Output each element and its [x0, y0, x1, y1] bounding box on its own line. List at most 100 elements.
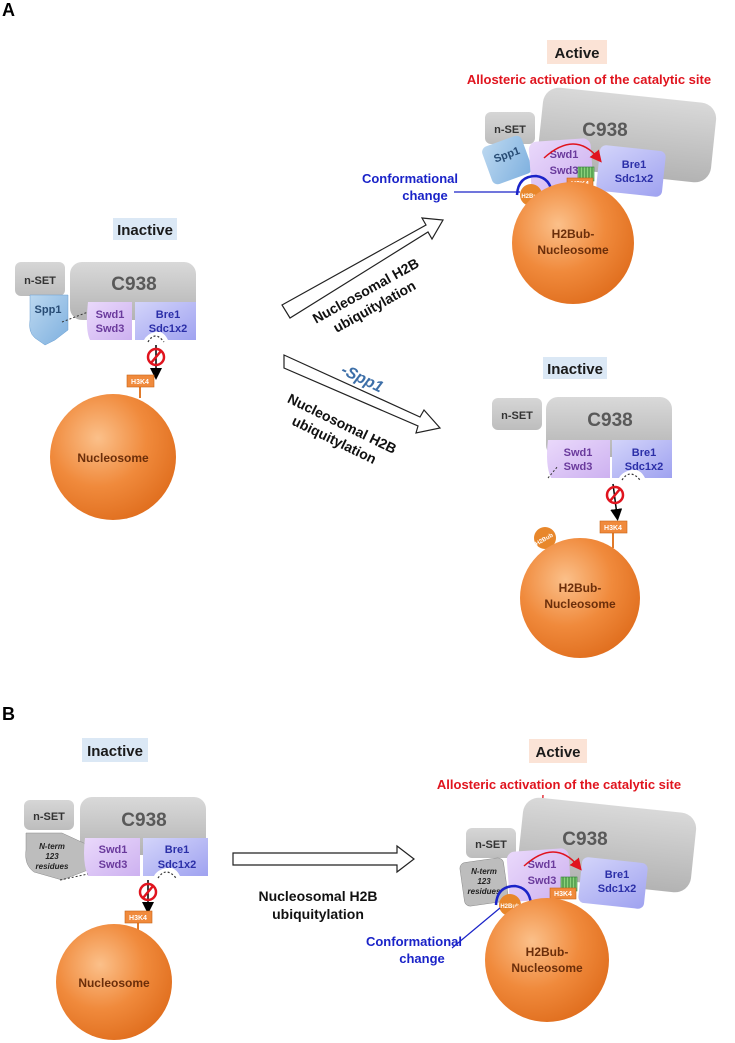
- inactive-label: Inactive: [87, 743, 143, 760]
- conformational-text: Conformational: [366, 934, 462, 949]
- sdc1-label: Sdc1x2: [625, 461, 664, 473]
- swd3-label: Swd3: [99, 859, 128, 871]
- panel-b-inactive-complex: Inactive C938 n-SET N-term 123 residues …: [24, 738, 208, 1040]
- h2bub-bubble: [534, 527, 556, 549]
- inactive-label-bg: [543, 357, 607, 379]
- nset-domain: [466, 828, 516, 858]
- nterm-line1: N-term: [39, 842, 65, 851]
- c938-label: C938: [121, 810, 166, 831]
- nuc-line1: H2Bub-: [552, 227, 595, 241]
- bre1-label: Bre1: [165, 844, 189, 856]
- methylation-arrow: [610, 483, 623, 521]
- inactive-label: Inactive: [117, 222, 173, 239]
- panel-a-active-complex: Active Allosteric activation of the cata…: [362, 40, 717, 304]
- swd1-swd3-subunit: [84, 838, 140, 876]
- swd1-label: Swd1: [564, 447, 593, 459]
- nterm-line3: residues: [468, 887, 501, 896]
- swd1-swd3-subunit: [547, 440, 610, 478]
- panel-a-letter: A: [2, 0, 15, 20]
- h3k4-label: H3K4: [604, 525, 622, 532]
- sdc1-label: Sdc1x2: [615, 173, 654, 185]
- h3k4-flag: [599, 520, 628, 534]
- bre1-label: Bre1: [605, 869, 629, 881]
- nucleosome-label: Nucleosome: [78, 976, 150, 990]
- arrow-line1: Nucleosomal H2B: [258, 888, 377, 904]
- swd3-label: Swd3: [96, 323, 125, 335]
- nterm-line2: 123: [45, 852, 59, 861]
- arrow-to-active: Nucleosomal H2B ubiquitylation: [281, 217, 444, 336]
- bre1-sdc1-subunit: [578, 857, 648, 909]
- change-text: change: [399, 951, 445, 966]
- nuc-line2: Nucleosome: [537, 243, 609, 257]
- h3k4-flag: [124, 910, 153, 924]
- nset-label: n-SET: [501, 410, 533, 422]
- h2bub-label: H2Bub: [521, 194, 541, 200]
- conformational-change-ring: [494, 884, 533, 906]
- active-label: Active: [535, 744, 580, 761]
- nterm-line3: residues: [36, 862, 69, 871]
- nuc-line1: H2Bub-: [559, 581, 602, 595]
- spp1-subunit: [482, 135, 532, 185]
- nuc-line2: Nucleosome: [511, 961, 583, 975]
- nuc-line1: H2Bub-: [526, 945, 569, 959]
- hollow-arrow-down: [283, 354, 442, 434]
- c938-label: C938: [582, 120, 627, 141]
- active-label: Active: [554, 45, 599, 62]
- prohibited-icon: [605, 485, 625, 505]
- swd3-label: Swd3: [528, 875, 557, 887]
- bre1-label: Bre1: [156, 309, 180, 321]
- active-label-bg: [547, 40, 607, 64]
- swd1-label: Swd1: [99, 844, 128, 856]
- catalytic-pocket: [147, 335, 165, 343]
- change-text: change: [402, 188, 448, 203]
- bre1-sdc1-subunit: [143, 838, 208, 876]
- sdc1-label: Sdc1x2: [149, 323, 188, 335]
- c938-label: C938: [562, 829, 607, 850]
- bre1-sdc1-subunit: [135, 302, 196, 340]
- panel-b-active-complex: Active Allosteric activation of the cata…: [366, 739, 697, 1022]
- nterm-domain: [459, 857, 509, 907]
- swd1-label: Swd1: [96, 309, 125, 321]
- nucleosome: [50, 394, 176, 520]
- swd3-label: Swd3: [564, 461, 593, 473]
- arrow-to-inactive-spp1-deleted: -Spp1 Nucleosomal H2B ubiquitylation: [283, 354, 442, 467]
- conformational-text: Conformational: [362, 171, 458, 186]
- sdc1-label: Sdc1x2: [598, 883, 637, 895]
- h3k4-label: H3K4: [129, 915, 147, 922]
- allosteric-arc-arrow: [523, 851, 582, 871]
- conformational-pointer: [451, 907, 501, 949]
- nterm-interface: [59, 873, 89, 881]
- nset-domain: [24, 800, 74, 830]
- nset-domain: [15, 262, 65, 296]
- c938-label: C938: [587, 410, 632, 431]
- active-label-bg: [529, 739, 587, 763]
- nset-domain: [492, 398, 542, 430]
- panel-b-letter: B: [2, 704, 15, 724]
- nset-domain: [485, 112, 535, 144]
- bre1-sdc1-subunit: [596, 145, 666, 197]
- nterm-line1: N-term: [471, 867, 497, 876]
- spp1-label: Spp1: [35, 304, 62, 316]
- bre1-label: Bre1: [632, 447, 656, 459]
- nset-label: n-SET: [33, 811, 65, 823]
- h2bub-nucleosome: [520, 538, 640, 658]
- allosteric-arc-arrow: [543, 143, 602, 163]
- nterm-line2: 123: [477, 877, 491, 886]
- missing-spp1-interface: [547, 465, 559, 479]
- nset-label: n-SET: [475, 839, 507, 851]
- swd1-swd3-subunit: [86, 302, 132, 340]
- inactive-label: Inactive: [547, 361, 603, 378]
- spp1-interface: [61, 311, 89, 323]
- panel-b-arrow: Nucleosomal H2B ubiquitylation: [232, 844, 415, 922]
- h2bub-nucleosome: [512, 182, 634, 304]
- hollow-arrow-right: [232, 844, 415, 874]
- h3k4-label: H3K4: [131, 379, 149, 386]
- h3k4-flag: [549, 887, 577, 900]
- arrow-line2: ubiquitylation: [272, 906, 364, 922]
- nset-label: n-SET: [24, 275, 56, 287]
- nset-label: n-SET: [494, 124, 526, 136]
- allosteric-text: Allosteric activation of the catalytic s…: [467, 72, 711, 87]
- inactive-label-bg: [113, 218, 177, 240]
- hollow-arrow-up: [281, 217, 444, 319]
